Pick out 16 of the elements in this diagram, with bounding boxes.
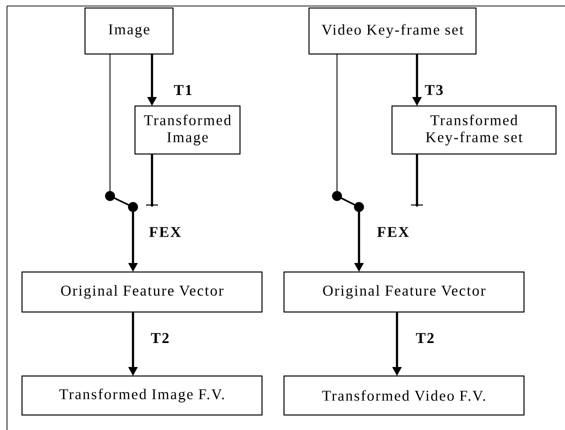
edge-label: FEX [376, 226, 410, 238]
edge-label: FEX [148, 226, 182, 238]
edge-label: T1 [172, 84, 194, 96]
edge-label: T2 [150, 332, 170, 344]
edge-label: T3 [424, 84, 444, 96]
process-box: Transformed Video F.V. [284, 375, 524, 416]
process-box: Transformed Image [134, 106, 240, 154]
process-box: Original Feature Vector [22, 271, 262, 312]
process-box: Transformed Key-frame set [392, 106, 556, 154]
process-box: Image [84, 8, 174, 54]
edge-label: T2 [414, 332, 436, 344]
switch-drawing [332, 191, 424, 212]
process-box: Video Key-frame set [308, 8, 476, 54]
process-box: Original Feature Vector [284, 271, 524, 312]
process-box: Transformed Image F.V. [22, 375, 262, 416]
switch-drawing [105, 191, 158, 212]
